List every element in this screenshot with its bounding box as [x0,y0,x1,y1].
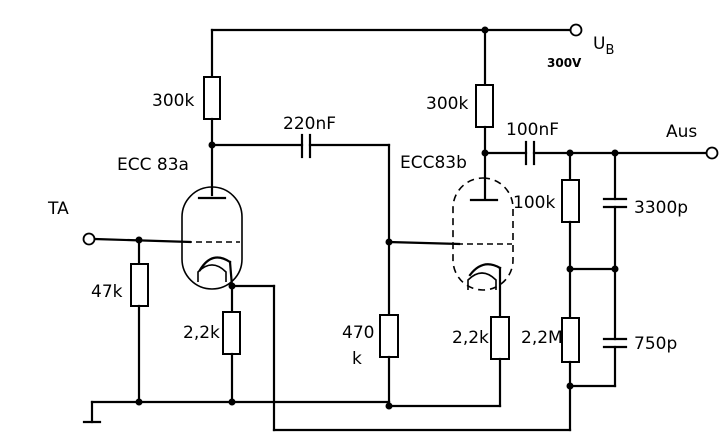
anode-resistor-1 [203,76,221,120]
grid-resistor-1 [130,263,149,307]
supply-label: UB [593,34,614,58]
input-wire [93,237,192,244]
input-terminal [82,232,96,246]
output-terminal [705,146,719,160]
tone-resistor-100k [561,179,580,223]
tone-capacitor-750p [602,337,628,349]
tone-resistor-2m2-label: 2,2M [521,328,563,348]
tube-ecc83b [452,177,514,319]
grid-resistor-1-label: 47k [91,282,123,302]
anode-resistor-1-label: 300k [152,91,194,111]
tone-resistor-2m2 [561,317,580,363]
coupling-capacitor-label: 220nF [283,114,336,134]
anode-resistor-2 [475,84,494,128]
cathode-resistor-2 [490,316,510,360]
supply-voltage-label: 300V [547,56,582,70]
tone-capacitor-3300p [602,197,628,209]
cathode-resistor-2-label: 2,2k [452,328,489,348]
output-capacitor-label: 100nF [506,120,559,140]
tone-capacitor-3300p-label: 3300p [634,198,688,218]
cathode-resistor-1 [222,311,241,355]
grid-resistor-2-label-value: 470 [342,323,374,343]
supply-rail [210,26,572,87]
ground-rail [82,400,502,424]
output-capacitor-100nf [483,140,708,166]
coupling-capacitor-220nf [210,133,391,317]
input-label: TA [47,199,69,219]
tone-capacitor-750p-label: 750p [634,334,677,354]
grid-resistor-2 [379,314,399,358]
tube1-label: ECC 83a [117,155,189,175]
tone-resistor-100k-label: 100k [513,193,555,213]
tube2-label: ECC83b [400,153,467,173]
output-label: Aus [666,122,697,142]
grid-resistor-2-label-unit: k [352,349,362,369]
cathode-resistor-1-label: 2,2k [183,323,220,343]
supply-terminal [569,23,583,37]
anode-resistor-2-label: 300k [426,94,468,114]
grid-wire-2 [387,240,461,246]
tube-ecc83a [181,186,243,290]
